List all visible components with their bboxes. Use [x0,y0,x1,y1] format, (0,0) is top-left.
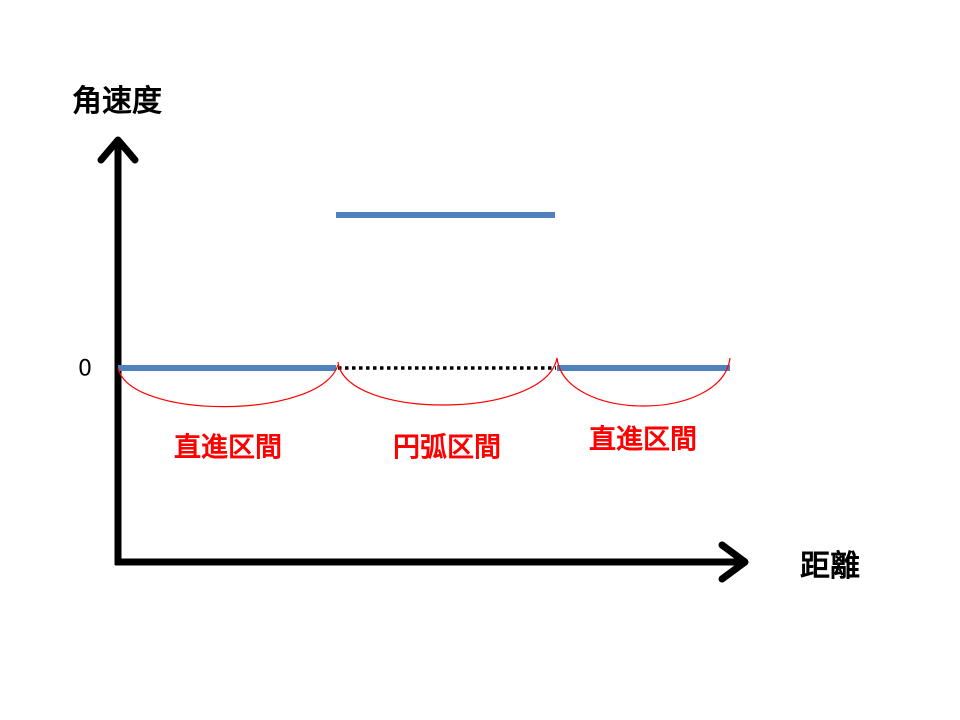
zero-label: 0 [78,356,92,382]
x-axis-label: 距離 [800,549,860,584]
section-3-brace [556,357,731,407]
section-1-label: 直進区間 [174,432,282,464]
section-2-brace [337,357,558,406]
x-axis-arrowhead [718,541,749,583]
section-1-brace [117,364,339,408]
section-2-label: 円弧区間 [393,432,501,464]
y-axis-arrowhead [97,136,139,164]
section-3-label: 直進区間 [589,424,697,456]
y-axis-label: 角速度 [72,84,162,119]
